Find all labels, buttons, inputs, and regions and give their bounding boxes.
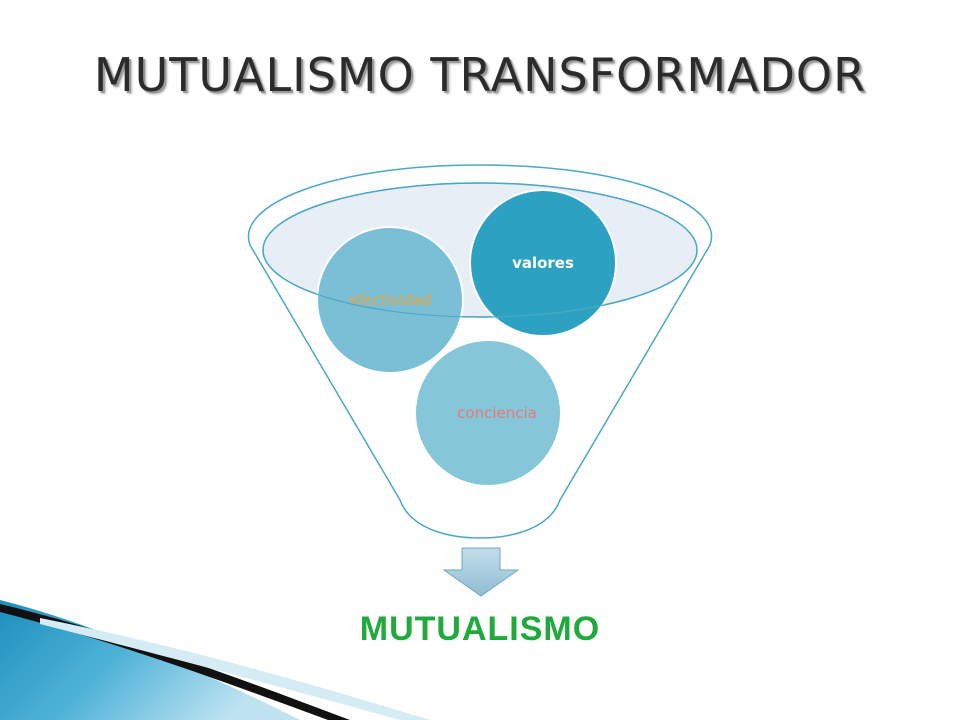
circle-afectividad-label: afectividad (348, 291, 431, 309)
circle-conciencia: conciencia (414, 339, 562, 487)
slide-title: MUTUALISMO TRANSFORMADOR (93, 48, 867, 102)
circle-valores: valores (469, 189, 617, 337)
circle-conciencia-label: conciencia (457, 404, 537, 422)
circle-afectividad: afectividad (316, 226, 464, 374)
result-label: MUTUALISMO (359, 610, 601, 648)
circle-valores-shape (469, 189, 617, 337)
corner-swoosh-light (40, 618, 430, 720)
funnel-rim-edge (262, 182, 698, 318)
down-arrow-icon (442, 547, 520, 597)
circle-afectividad-shape (316, 226, 464, 374)
circle-conciencia-shape (414, 339, 562, 487)
circle-valores-label: valores (512, 254, 574, 272)
